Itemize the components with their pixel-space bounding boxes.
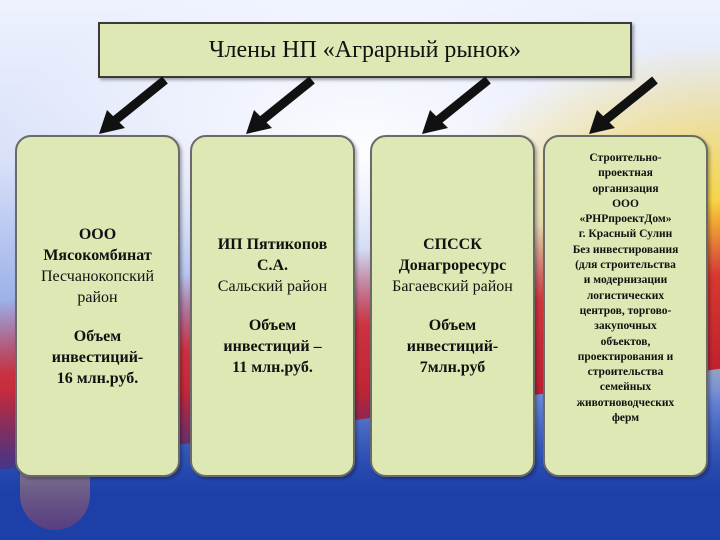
member-name: ООО Мясокомбинат [43, 225, 152, 264]
arrow-to-member-2 [246, 76, 315, 134]
member-investment: Объем инвестиций – 11 млн.руб. [223, 317, 322, 376]
arrow-to-member-1 [99, 76, 168, 134]
diagram-title-box: Члены НП «Аграрный рынок» [98, 22, 632, 78]
arrow-to-member-4 [589, 76, 658, 134]
member-investment: Объем инвестиций- 7млн.руб [406, 317, 499, 376]
member-region: Песчанокопский район [40, 267, 155, 306]
member-region: Багаевский район [392, 278, 513, 295]
arrow-to-member-3 [422, 76, 491, 134]
member-card-1: ООО Мясокомбинат Песчанокопский район Об… [15, 135, 180, 477]
member-description: Строительно- проектная организация ООО «… [572, 152, 679, 425]
member-card-4: Строительно- проектная организация ООО «… [543, 135, 708, 477]
member-region: Сальский район [217, 278, 328, 295]
member-card-3: СПССК Донагроресурс Багаевский район Объ… [370, 135, 535, 477]
member-investment: Объем инвестиций- 16 млн.руб. [51, 327, 144, 387]
diagram-title: Члены НП «Аграрный рынок» [208, 36, 522, 63]
member-name: ИП Пятикопов С.А. [217, 236, 328, 274]
member-name: СПССК Донагроресурс [398, 236, 507, 274]
member-card-2: ИП Пятикопов С.А. Сальский район Объем и… [190, 135, 355, 477]
